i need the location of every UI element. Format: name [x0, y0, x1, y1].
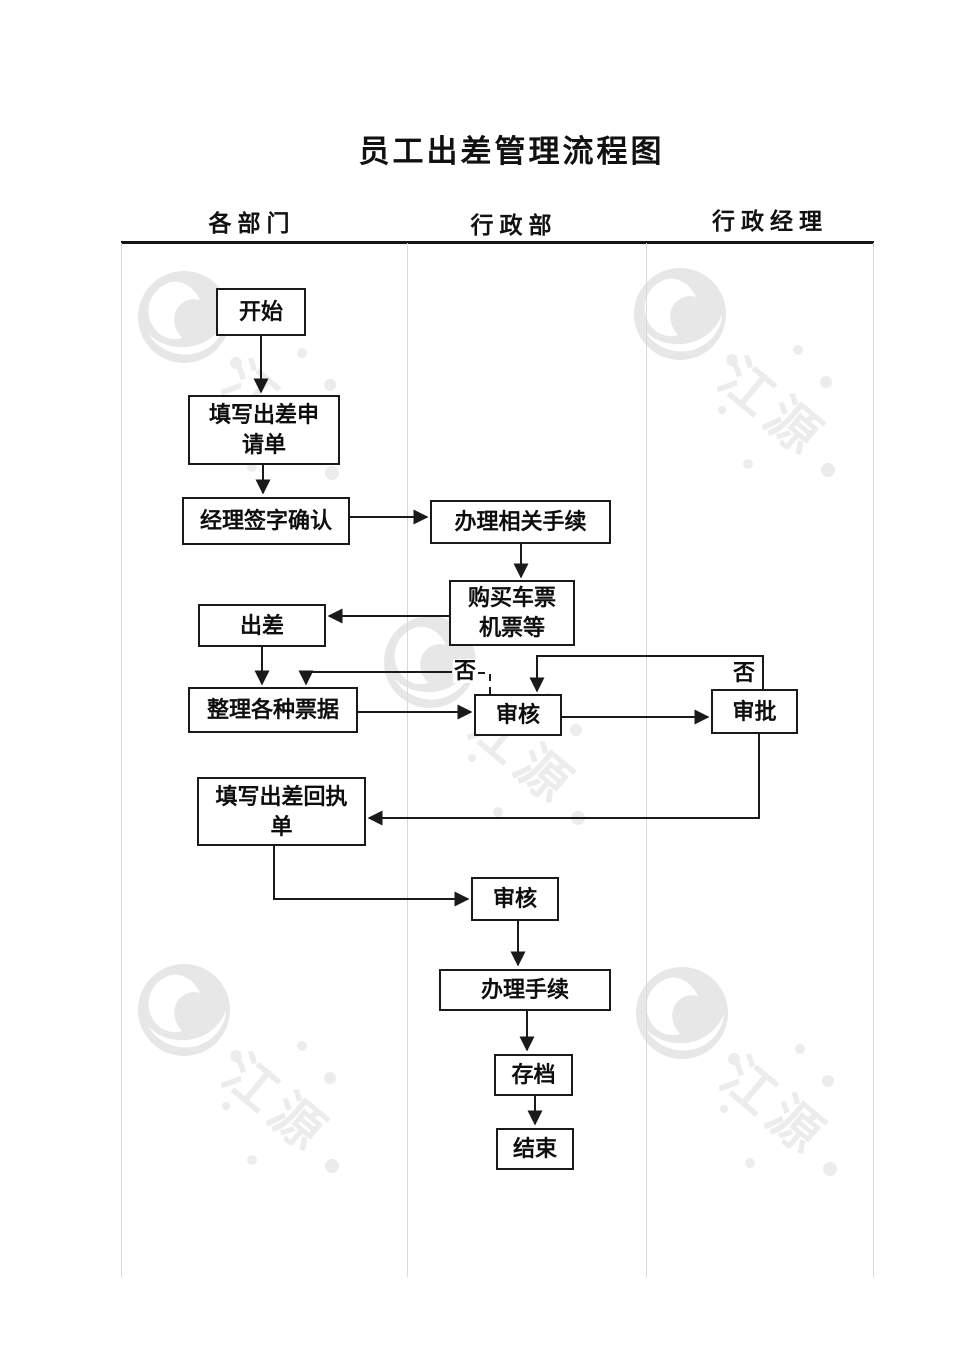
lane-border-right	[873, 243, 874, 1277]
edge-receipt-review2	[273, 846, 470, 907]
edge-review1-no-stub	[478, 672, 491, 694]
lane-header-admin-dept: 行政部	[470, 212, 558, 238]
watermark-logo-icon	[634, 268, 837, 477]
flow-node-manager-sign: 经理签字确认	[182, 497, 350, 545]
watermark-logo-icon	[138, 964, 341, 1173]
flow-node-end: 结束	[496, 1128, 574, 1170]
edge-review1-no-organize	[298, 670, 452, 686]
page-title: 员工出差管理流程图	[358, 134, 665, 169]
flow-node-review1: 审核	[474, 694, 562, 736]
flow-node-trip: 出差	[198, 604, 326, 647]
edge-label-approve-no: 否	[732, 660, 757, 685]
flow-node-start: 开始	[216, 288, 306, 336]
flow-node-organize: 整理各种票据	[188, 687, 358, 733]
lane-divider-1	[407, 243, 408, 1277]
lane-border-left	[121, 243, 122, 1277]
flow-node-receipt: 填写出差回执 单	[197, 777, 366, 846]
lane-top-rule	[121, 241, 874, 244]
lane-header-departments: 各部门	[208, 210, 296, 236]
flow-node-buy-tickets: 购买车票 机票等	[449, 580, 575, 646]
flow-node-review2: 审核	[471, 877, 559, 921]
edge-approve-receipt	[367, 734, 760, 826]
watermark-logo-icon	[636, 967, 839, 1176]
edge-approve-no-review1	[529, 655, 764, 693]
lane-divider-2	[646, 243, 647, 1277]
flow-node-handle: 办理手续	[439, 969, 611, 1011]
flow-node-archive: 存档	[494, 1054, 573, 1096]
lane-header-admin-manager: 行政经理	[712, 208, 828, 234]
edge-label-review-no: 否	[453, 658, 478, 683]
flow-node-procedures: 办理相关手续	[430, 500, 611, 544]
flow-node-fill-form: 填写出差申 请单	[188, 395, 340, 465]
flow-node-approve: 审批	[711, 689, 798, 734]
